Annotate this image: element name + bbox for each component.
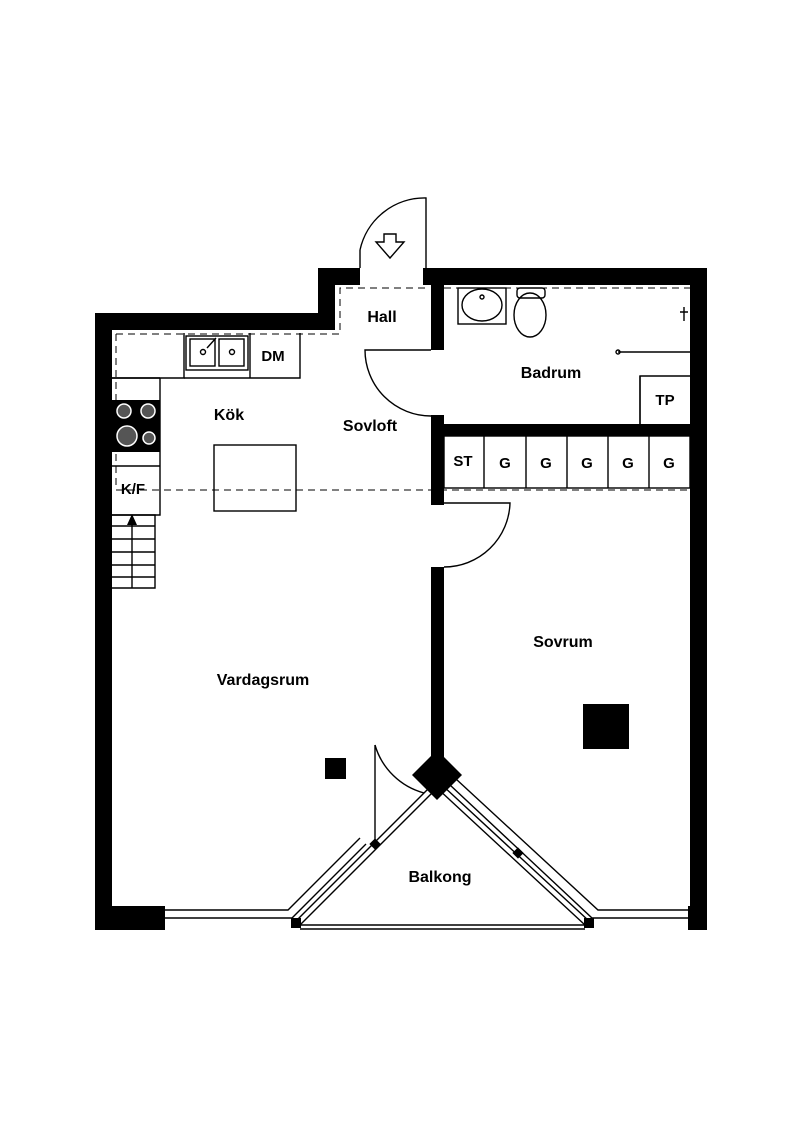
- burner-icon: [140, 403, 156, 419]
- wardrobes: [443, 435, 691, 489]
- doors: [359, 197, 511, 842]
- fixture-label-fridge: K/F: [121, 481, 145, 498]
- fixture-label-wardrobe: G: [663, 455, 675, 472]
- room-label-sovrum: Sovrum: [533, 634, 593, 651]
- room-label-hall: Hall: [367, 309, 396, 326]
- column: [583, 704, 629, 749]
- fixture-label-wardrobe: G: [499, 455, 511, 472]
- fixture-label-washer: TP: [655, 392, 674, 409]
- bathroom-fixtures: [457, 287, 690, 424]
- stair-arrow-icon: [127, 514, 137, 525]
- fixture-label-dishwasher: DM: [261, 348, 284, 365]
- room-label-balkong: Balkong: [408, 869, 471, 886]
- stairs: [112, 514, 156, 589]
- column: [325, 758, 346, 779]
- fixture-label-wardrobe: G: [622, 455, 634, 472]
- room-label-kok: Kök: [214, 407, 244, 424]
- kitchen: [112, 333, 301, 516]
- kitchen-island: [213, 444, 297, 512]
- burner-icon: [116, 403, 132, 419]
- exterior-walls: [95, 268, 707, 930]
- burner-icon: [116, 425, 138, 447]
- room-label-sovloft: Sovloft: [343, 418, 398, 435]
- interior-walls: [412, 280, 697, 800]
- room-label-badrum: Badrum: [521, 365, 581, 382]
- entrance-arrow-icon: [374, 233, 406, 260]
- fixture-label-storage: ST: [453, 453, 472, 470]
- room-label-vardagsrum: Vardagsrum: [217, 672, 309, 689]
- fixture-label-wardrobe: G: [581, 455, 593, 472]
- fixture-label-wardrobe: G: [540, 455, 552, 472]
- room-labels: Hall Badrum Kök Sovloft Vardagsrum Sovru…: [121, 309, 675, 886]
- burner-icon: [142, 431, 156, 445]
- balcony: [165, 778, 690, 930]
